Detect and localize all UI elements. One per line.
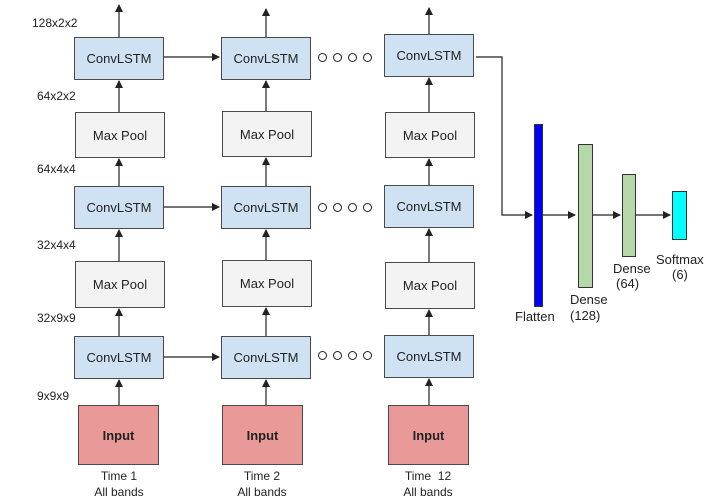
dim-label-9x9x9: 9x9x9 [37, 389, 70, 403]
maxpool-block-col1-layer1: Max Pool [75, 261, 165, 308]
ellipsis-dot [318, 203, 327, 212]
convlstm-block-col3-layer3: ConvLSTM [384, 34, 474, 77]
ellipsis-dot [333, 53, 342, 62]
flatten-label: Flatten [515, 309, 555, 324]
convlstm-block-col1-layer1: ConvLSTM [74, 336, 164, 379]
convlstm-block-col1-layer3: ConvLSTM [74, 37, 164, 80]
softmax-layer-bar [672, 191, 687, 240]
ellipsis-dot [333, 203, 342, 212]
ellipsis-dot [348, 203, 357, 212]
ellipsis-dot [363, 203, 372, 212]
input-block-col3: Input [388, 405, 469, 465]
time-label-col2: Time 2 [243, 469, 281, 483]
bands-label-col1: All bands [94, 485, 144, 499]
dim-label-128x2x2: 128x2x2 [32, 16, 78, 30]
bands-label-col3: All bands [403, 485, 453, 499]
dim-label-64x2x2: 64x2x2 [37, 89, 76, 103]
convlstm-block-col2-layer3: ConvLSTM [221, 37, 311, 80]
input-block-col2: Input [222, 405, 303, 465]
input-block-col1: Input [78, 405, 159, 465]
softmax-label-line1: Softmax [656, 252, 704, 267]
convlstm-block-col2-layer1: ConvLSTM [221, 336, 311, 379]
ellipsis-dot [363, 53, 372, 62]
dense-128-layer-bar [578, 144, 593, 288]
dense-64-label-line2: (64) [616, 276, 640, 291]
maxpool-block-col2-layer2: Max Pool [222, 111, 312, 157]
maxpool-block-col2-layer1: Max Pool [222, 260, 312, 307]
dim-label-32x9x9: 32x9x9 [37, 311, 76, 325]
time-label-col3: Time 12 [404, 469, 452, 483]
convlstm-block-col3-layer2: ConvLSTM [384, 185, 474, 228]
ellipsis-dot [348, 351, 357, 360]
dense-128-label-line2: (128) [570, 308, 601, 323]
flatten-connector [476, 56, 533, 219]
softmax-label-line2: (6) [672, 267, 688, 282]
time-label-col1: Time 1 [100, 469, 138, 483]
ellipsis-dot [348, 53, 357, 62]
dim-label-64x4x4: 64x4x4 [37, 162, 76, 176]
ellipsis-dot [318, 351, 327, 360]
dim-label-32x4x4: 32x4x4 [37, 238, 76, 252]
maxpool-block-col1-layer2: Max Pool [75, 112, 165, 158]
bands-label-col2: All bands [237, 485, 287, 499]
ellipsis-dot [318, 53, 327, 62]
maxpool-block-col3-layer1: Max Pool [385, 262, 475, 309]
ellipsis-dot [333, 351, 342, 360]
dense-64-label-line1: Dense [613, 261, 651, 276]
flatten-layer-bar [534, 124, 543, 307]
ellipsis-dot [363, 351, 372, 360]
dense-128-label-line1: Dense [570, 292, 608, 307]
convlstm-block-col1-layer2: ConvLSTM [74, 186, 164, 229]
convlstm-block-col3-layer1: ConvLSTM [384, 335, 474, 378]
dense-64-layer-bar [622, 174, 636, 257]
maxpool-block-col3-layer2: Max Pool [385, 112, 475, 158]
convlstm-block-col2-layer2: ConvLSTM [221, 186, 311, 229]
